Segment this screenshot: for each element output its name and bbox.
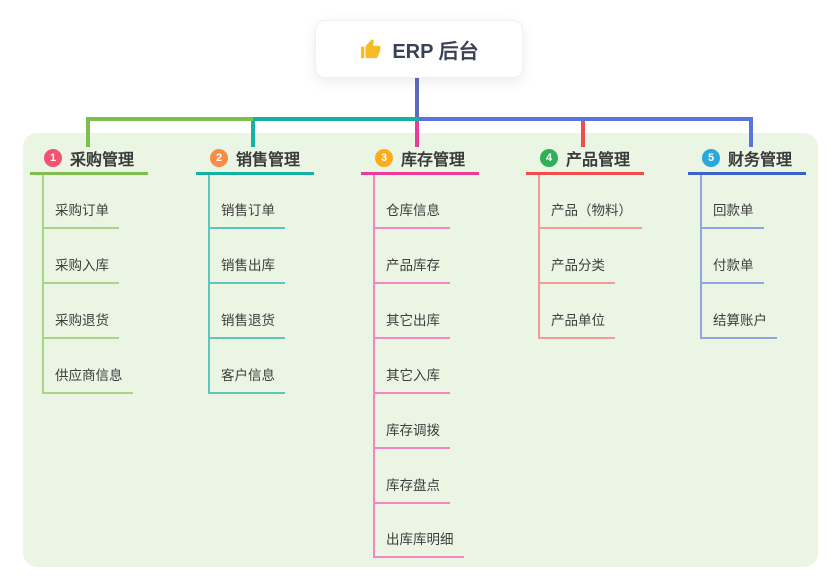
bar-segment-blue bbox=[419, 117, 753, 121]
branch-label: 库存管理 bbox=[401, 151, 466, 169]
bar-segment-teal bbox=[253, 117, 419, 121]
badge-1: 1 bbox=[44, 148, 62, 167]
node-receipt-form[interactable]: 回款单 bbox=[700, 201, 764, 229]
branch-heading-finance[interactable]: 5 财务管理 bbox=[688, 146, 807, 175]
mindmap-background-panel bbox=[23, 133, 818, 567]
branch1-child-connector bbox=[42, 175, 44, 394]
root-title: ERP 后台 bbox=[392, 40, 479, 63]
drop-line-branch1 bbox=[86, 117, 90, 147]
node-supplier-info[interactable]: 供应商信息 bbox=[42, 366, 133, 394]
branch5-child-connector bbox=[700, 175, 702, 339]
branch-heading-inventory[interactable]: 3 库存管理 bbox=[361, 146, 480, 175]
branch-label: 财务管理 bbox=[728, 151, 793, 169]
node-outbound-detail[interactable]: 出库库明细 bbox=[373, 530, 464, 558]
node-stock-count[interactable]: 库存盘点 bbox=[373, 476, 450, 504]
node-other-inbound[interactable]: 其它入库 bbox=[373, 366, 450, 394]
root-node[interactable]: ERP 后台 bbox=[315, 20, 523, 78]
node-stock-transfer[interactable]: 库存调拨 bbox=[373, 421, 450, 449]
branch2-child-connector bbox=[208, 175, 210, 394]
branch-heading-sales[interactable]: 2 销售管理 bbox=[196, 146, 315, 175]
thumbs-up-icon bbox=[361, 38, 381, 58]
node-sales-return[interactable]: 销售退货 bbox=[208, 311, 285, 339]
badge-5: 5 bbox=[702, 148, 720, 167]
node-product-stock[interactable]: 产品库存 bbox=[373, 256, 450, 284]
node-sales-outbound[interactable]: 销售出库 bbox=[208, 256, 285, 284]
node-payment-form[interactable]: 付款单 bbox=[700, 256, 764, 284]
node-product-material[interactable]: 产品（物料） bbox=[538, 201, 642, 229]
branch-heading-product[interactable]: 4 产品管理 bbox=[526, 146, 645, 175]
drop-line-branch4 bbox=[581, 121, 585, 147]
node-settlement-account[interactable]: 结算账户 bbox=[700, 311, 777, 339]
branch4-child-connector bbox=[538, 175, 540, 339]
branch3-child-connector bbox=[373, 175, 375, 558]
root-stem-line bbox=[415, 78, 419, 119]
node-customer-info[interactable]: 客户信息 bbox=[208, 366, 285, 394]
drop-line-branch5 bbox=[749, 117, 753, 147]
node-sales-order[interactable]: 销售订单 bbox=[208, 201, 285, 229]
bar-segment-green bbox=[86, 117, 253, 121]
node-other-outbound[interactable]: 其它出库 bbox=[373, 311, 450, 339]
node-product-category[interactable]: 产品分类 bbox=[538, 256, 615, 284]
branch-label: 销售管理 bbox=[236, 151, 301, 169]
node-purchase-order[interactable]: 采购订单 bbox=[42, 201, 119, 229]
drop-line-branch3 bbox=[415, 121, 419, 147]
node-purchase-return[interactable]: 采购退货 bbox=[42, 311, 119, 339]
badge-3: 3 bbox=[375, 148, 393, 167]
node-purchase-inbound[interactable]: 采购入库 bbox=[42, 256, 119, 284]
node-product-unit[interactable]: 产品单位 bbox=[538, 311, 615, 339]
branch-label: 产品管理 bbox=[566, 151, 631, 169]
branch-label: 采购管理 bbox=[70, 151, 135, 169]
badge-4: 4 bbox=[540, 148, 558, 167]
drop-line-branch2 bbox=[251, 121, 255, 147]
node-warehouse-info[interactable]: 仓库信息 bbox=[373, 201, 450, 229]
badge-2: 2 bbox=[210, 148, 228, 167]
branch-heading-purchase[interactable]: 1 采购管理 bbox=[30, 146, 149, 175]
